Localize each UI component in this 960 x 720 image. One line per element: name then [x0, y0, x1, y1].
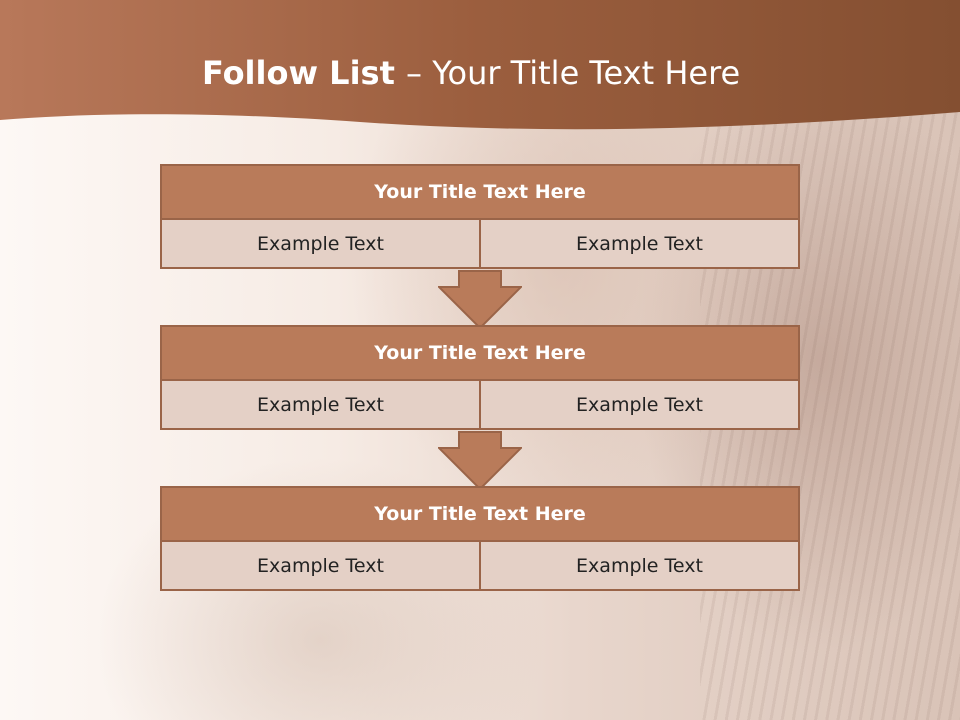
step-row: Example Text Example Text [160, 542, 800, 591]
step-title: Your Title Text Here [160, 486, 800, 542]
step-block-3: Your Title Text Here Example Text Exampl… [160, 486, 800, 591]
step-row: Example Text Example Text [160, 381, 800, 430]
slide-title: Follow List – Your Title Text Here [202, 54, 740, 92]
step-title: Your Title Text Here [160, 325, 800, 381]
down-arrow-icon [438, 270, 522, 330]
step-cell-right: Example Text [481, 381, 800, 430]
down-arrow-icon [438, 431, 522, 491]
step-cell-left: Example Text [160, 542, 481, 591]
step-block-2: Your Title Text Here Example Text Exampl… [160, 325, 800, 430]
header-band [0, 0, 960, 130]
step-cell-right: Example Text [481, 542, 800, 591]
step-row: Example Text Example Text [160, 220, 800, 269]
slide-title-rest: – Your Title Text Here [406, 54, 741, 92]
step-block-1: Your Title Text Here Example Text Exampl… [160, 164, 800, 269]
slide-title-bold: Follow List [202, 54, 407, 92]
step-cell-left: Example Text [160, 381, 481, 430]
step-cell-right: Example Text [481, 220, 800, 269]
step-cell-left: Example Text [160, 220, 481, 269]
step-title: Your Title Text Here [160, 164, 800, 220]
